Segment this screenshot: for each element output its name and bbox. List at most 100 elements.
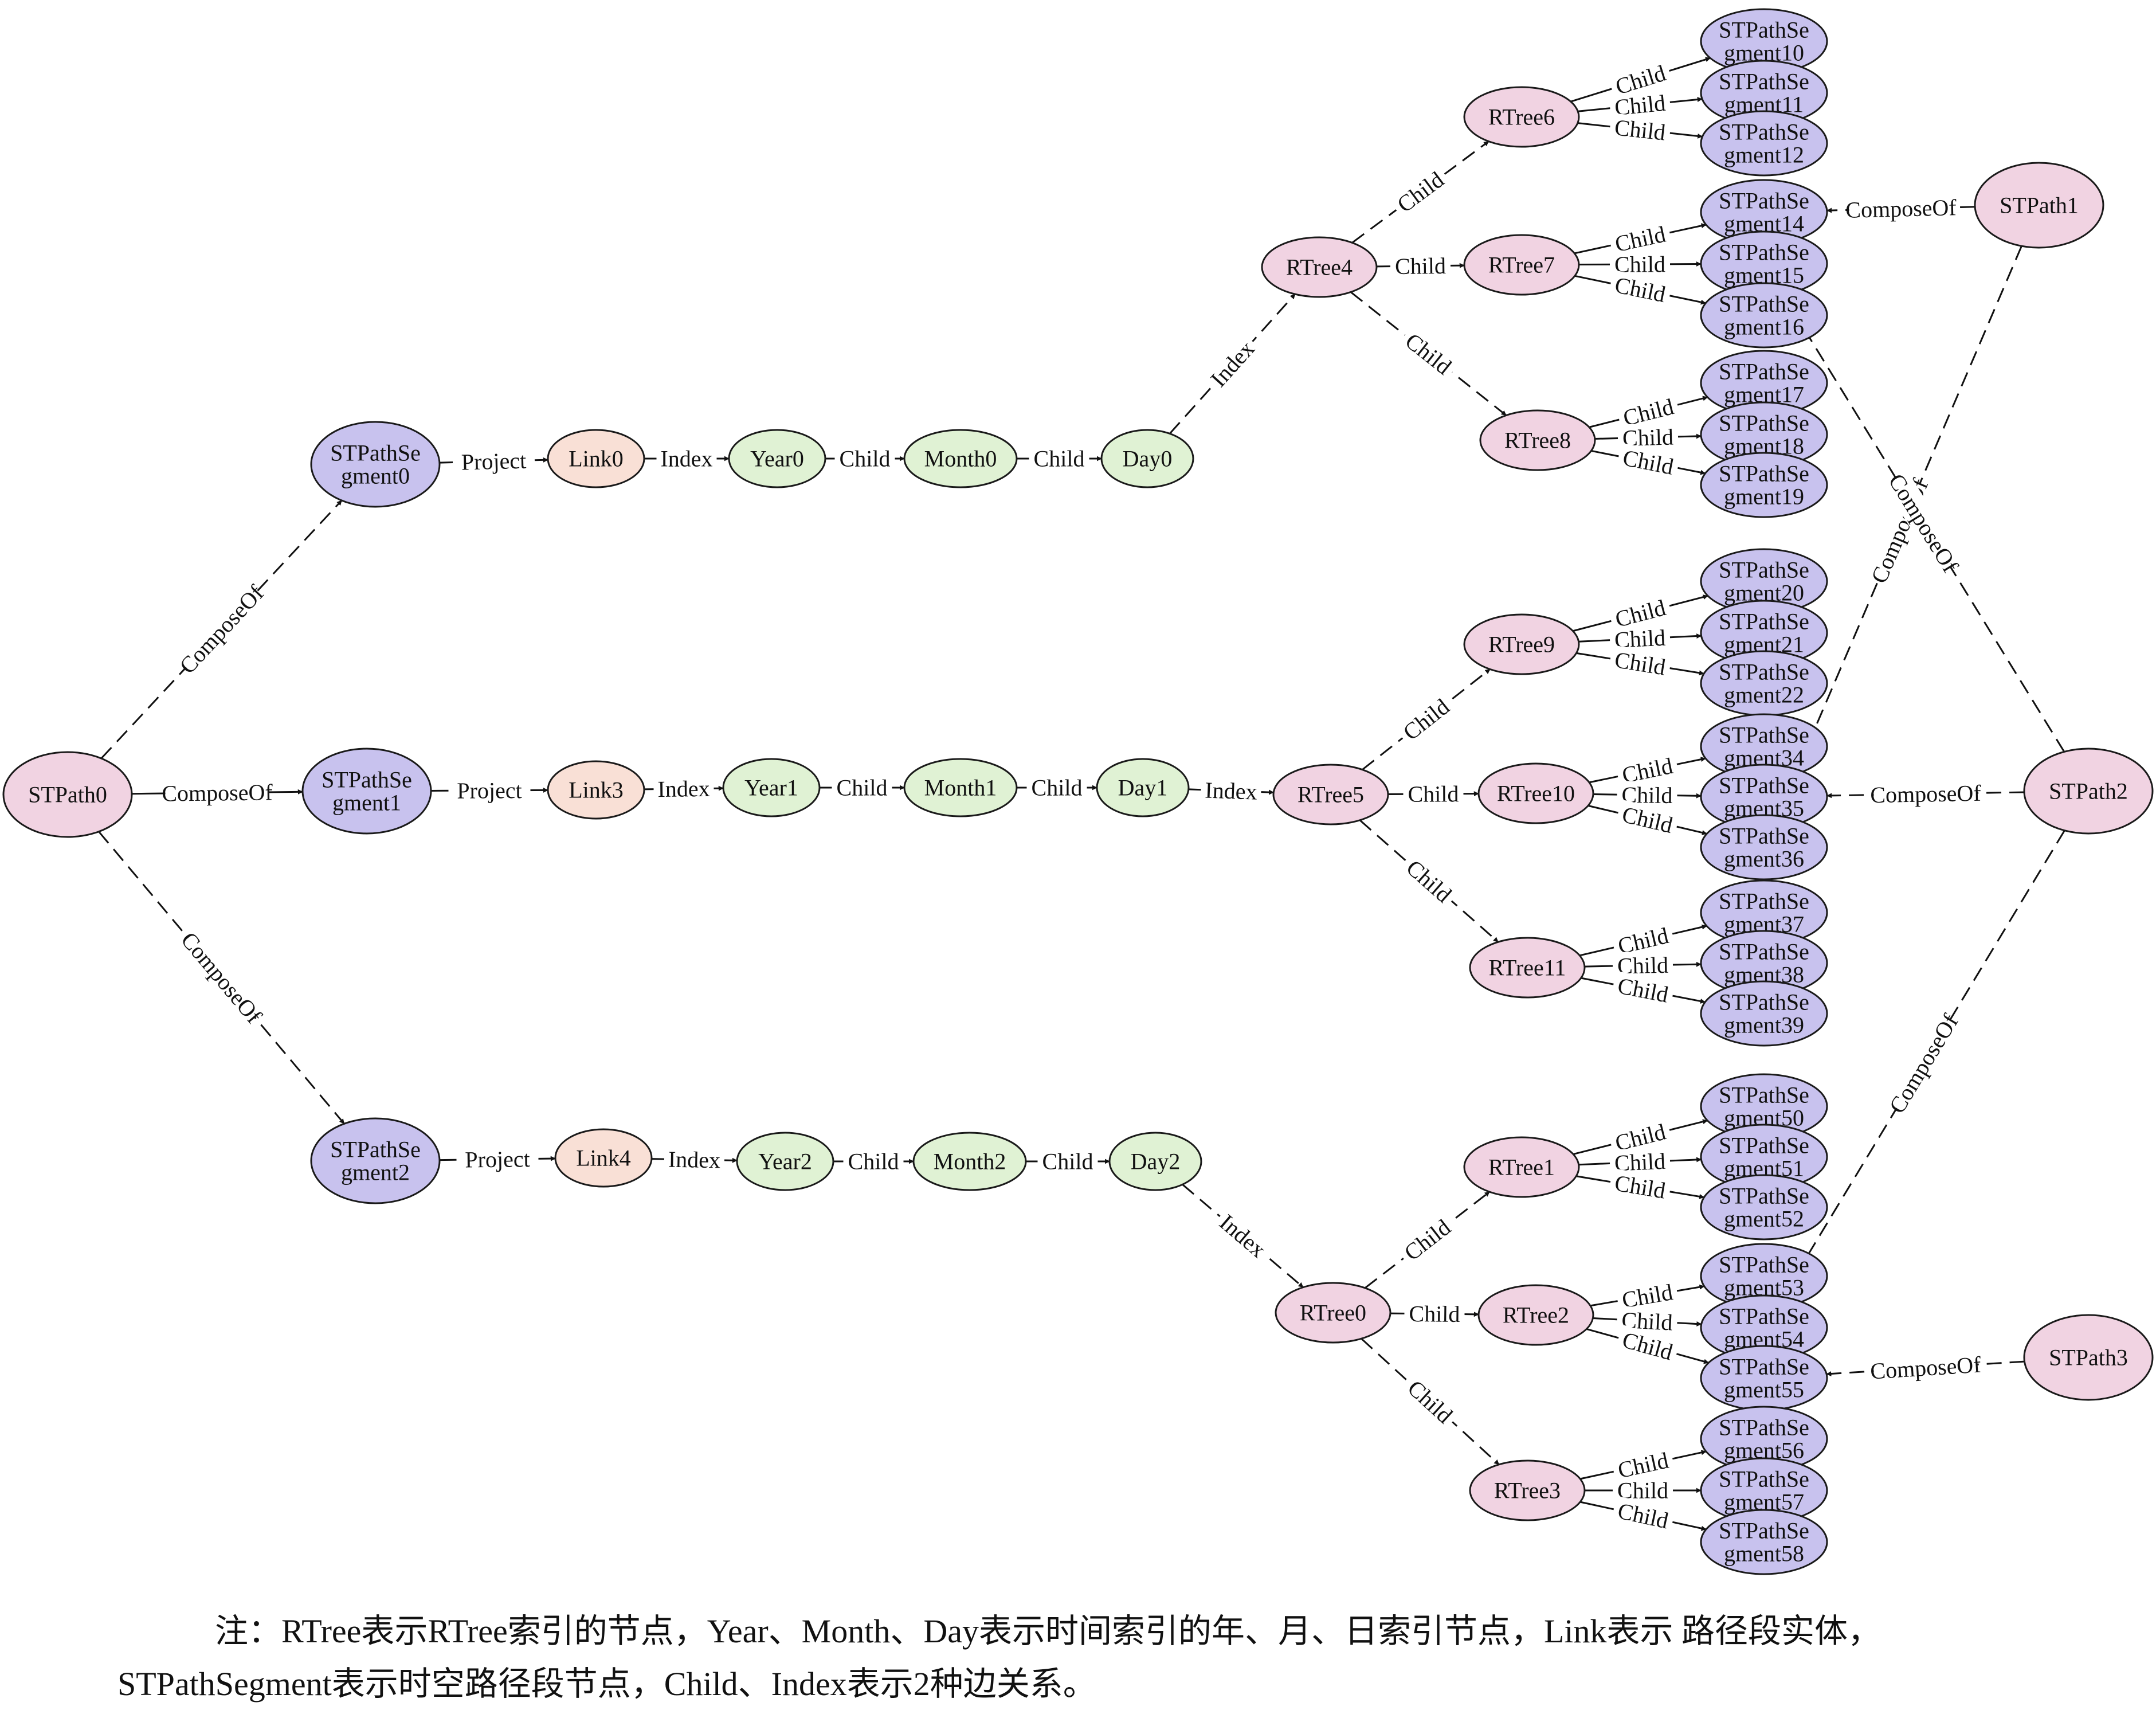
node-shape bbox=[903, 429, 1018, 488]
edge-Year1-Month1: Child bbox=[820, 774, 905, 801]
node-label: RTree3 bbox=[1494, 1478, 1561, 1504]
node-label: gment0 bbox=[341, 463, 410, 489]
node-RTree10: RTree10 bbox=[1477, 762, 1594, 824]
node-Month1: Month1 bbox=[903, 758, 1018, 817]
edge-RTree4-RTree6: Child bbox=[1351, 140, 1489, 244]
edge-RTree9-seg21: Child bbox=[1578, 623, 1702, 654]
node-label: STPathSe bbox=[1719, 461, 1809, 487]
edge-label-background bbox=[1609, 1147, 1671, 1177]
edge-STPath2-seg54: ComposeOf bbox=[1782, 829, 2065, 1298]
edge-label-group: Index bbox=[1211, 1206, 1275, 1266]
node-shape bbox=[728, 429, 826, 488]
edge-Day2-RTree0: Index bbox=[1182, 1184, 1304, 1288]
node-label: Month0 bbox=[924, 446, 997, 472]
edge-label-group: Child bbox=[1026, 774, 1087, 801]
node-label: STPathSe bbox=[1719, 240, 1809, 265]
node-RTree1: RTree1 bbox=[1463, 1136, 1580, 1198]
edge-RTree11-seg39: Child bbox=[1581, 970, 1706, 1009]
node-shape bbox=[1272, 764, 1389, 825]
edge-label-background bbox=[1029, 445, 1089, 472]
node-shape bbox=[912, 1132, 1027, 1191]
edge-label-background bbox=[664, 1145, 725, 1174]
node-label: Day2 bbox=[1131, 1149, 1181, 1175]
node-shape bbox=[722, 758, 821, 817]
edge-label-background bbox=[1609, 88, 1672, 122]
node-label: STPathSe bbox=[1719, 939, 1809, 965]
node-label: STPath3 bbox=[2049, 1345, 2128, 1371]
node-Year1: Year1 bbox=[722, 758, 821, 817]
edge-label: ComposeOf bbox=[1884, 1009, 1963, 1118]
node-label: gment58 bbox=[1724, 1541, 1804, 1567]
edge-label-group: Child bbox=[1609, 623, 1671, 654]
node-RTree6: RTree6 bbox=[1463, 86, 1580, 148]
node-label: RTree2 bbox=[1503, 1302, 1569, 1328]
edge-label-group: ComposeOf bbox=[1845, 193, 1957, 224]
node-label: STPath2 bbox=[2049, 778, 2128, 804]
node-shape bbox=[1463, 613, 1580, 675]
edge-label-group: ComposeOf bbox=[1884, 1009, 1963, 1118]
edge-label-background bbox=[176, 582, 267, 677]
node-RTree7: RTree7 bbox=[1463, 234, 1580, 296]
node-label: Year0 bbox=[750, 446, 804, 472]
node-label: STPathSe bbox=[1719, 1082, 1809, 1108]
node-shape bbox=[1477, 762, 1594, 824]
edge-label-group: Child bbox=[1615, 1277, 1680, 1315]
node-Year0: Year0 bbox=[728, 429, 826, 488]
node-label: STPathSe bbox=[1719, 889, 1809, 914]
node-STPath3: STPath3 bbox=[2023, 1314, 2154, 1401]
edge-label-background bbox=[1608, 1168, 1672, 1206]
edge-STPath3-seg55: ComposeOf bbox=[1826, 1351, 2025, 1385]
edge-label: Child bbox=[848, 1149, 899, 1175]
node-RTree2: RTree2 bbox=[1477, 1284, 1594, 1346]
edge-RTree8-seg18: Child bbox=[1594, 422, 1702, 452]
node-shape bbox=[554, 1128, 653, 1188]
edge-label-group: Child bbox=[1403, 780, 1464, 808]
edge-label-background bbox=[1404, 1300, 1465, 1328]
node-shape bbox=[1096, 758, 1190, 817]
edge-label-group: Child bbox=[1608, 112, 1672, 147]
edge-label-group: ComposeOf bbox=[176, 927, 267, 1028]
node-shape bbox=[1261, 236, 1378, 298]
edge-label-background bbox=[1610, 1496, 1676, 1536]
edge-label-group: Child bbox=[834, 445, 895, 472]
edge-seg0-Link0: Project bbox=[439, 446, 548, 476]
node-label: STPathSe bbox=[330, 440, 421, 466]
edge-label: Child bbox=[1042, 1149, 1093, 1175]
edge-RTree8-seg19: Child bbox=[1591, 443, 1706, 482]
node-label: gment12 bbox=[1724, 142, 1804, 168]
edge-RTree2-seg53: Child bbox=[1590, 1277, 1705, 1315]
edge-label-background bbox=[1610, 920, 1676, 961]
node-shape bbox=[1700, 282, 1828, 349]
node-label: STPathSe bbox=[1719, 1304, 1809, 1329]
edge-label-background bbox=[1616, 391, 1681, 433]
node-label: STPathSe bbox=[1719, 119, 1809, 145]
edge-label: Child bbox=[1613, 114, 1667, 145]
edge-label-group: ComposeOf bbox=[1869, 1351, 1982, 1385]
node-label: STPathSe bbox=[1719, 17, 1809, 43]
edge-label-background bbox=[1872, 1351, 1978, 1385]
node-label: STPathSe bbox=[1719, 722, 1809, 748]
edge-STPath0-seg0: ComposeOf bbox=[100, 499, 343, 760]
node-label: RTree0 bbox=[1300, 1300, 1366, 1326]
edge-line bbox=[100, 499, 343, 760]
edge-label-group: Index bbox=[1200, 776, 1262, 806]
edge-RTree1-seg52: Child bbox=[1576, 1168, 1705, 1206]
nodes-layer: STPath0STPath1STPath2STPath3STPathSegmen… bbox=[2, 8, 2154, 1575]
edge-label: ComposeOf bbox=[1845, 194, 1957, 223]
node-Month2: Month2 bbox=[912, 1132, 1027, 1191]
node-label: gment1 bbox=[332, 790, 401, 816]
node-RTree0: RTree0 bbox=[1275, 1282, 1391, 1344]
edge-label: Project bbox=[457, 777, 522, 804]
node-shape bbox=[1700, 1174, 1828, 1240]
